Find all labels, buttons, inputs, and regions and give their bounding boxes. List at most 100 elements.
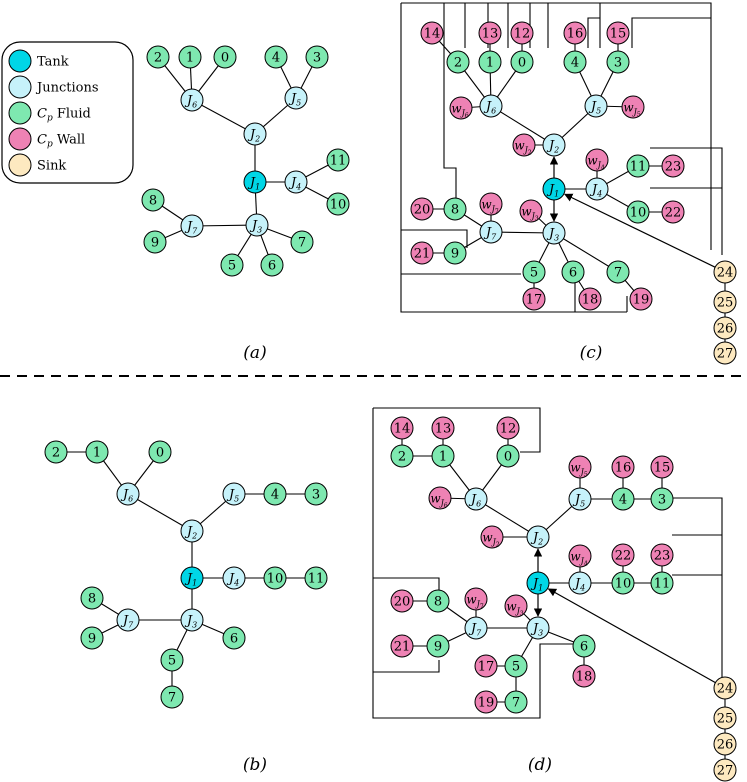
node-label-d-3: 3 [658, 493, 666, 508]
node-a-3: 3 [305, 45, 329, 69]
panel-label-a: (a) [243, 343, 266, 363]
node-label-d-27: 27 [717, 764, 734, 779]
node-label-d-J2: J2 [530, 531, 543, 547]
node-circle-c-5 [522, 260, 546, 284]
node-circle-b-10 [263, 566, 287, 590]
node-label-d-wJ2: wJ2 [482, 531, 500, 549]
node-c-J5: J5 [584, 94, 608, 118]
node-circle-a-11 [326, 148, 350, 172]
node-label-c-4: 4 [571, 56, 579, 71]
node-c-15: 15 [606, 21, 630, 45]
node-label-d-J5: J5 [572, 493, 585, 509]
arrow-c-24-J1 [564, 193, 716, 268]
node-b-J1: J1 [180, 566, 204, 590]
panel-label-c: (c) [580, 343, 603, 363]
node-c-7: 7 [606, 260, 630, 284]
node-circle-c-2 [446, 50, 470, 74]
node-label-d-15: 15 [654, 461, 671, 476]
node-c-1: 1 [478, 50, 502, 74]
node-circle-b-2 [44, 440, 68, 464]
node-label-c-23: 23 [665, 160, 682, 175]
node-d-J2: J2 [526, 525, 550, 549]
node-d-wJ3: wJ3 [504, 594, 528, 618]
node-label-c-6: 6 [569, 266, 577, 281]
node-circle-d-10 [611, 571, 635, 595]
node-circle-b-9 [80, 626, 104, 650]
node-circle-d-J3 [526, 616, 550, 640]
node-label-d-20: 20 [394, 595, 411, 610]
node-label-d-9: 9 [434, 640, 442, 655]
node-circle-d-wJ7 [464, 587, 488, 611]
node-circle-c-7 [606, 260, 630, 284]
node-circle-c-wJ2 [512, 133, 536, 157]
graph-edges [56, 32, 726, 770]
node-label-c-2: 2 [454, 56, 462, 71]
node-b-J3: J3 [180, 608, 204, 632]
node-label-c-7: 7 [614, 266, 622, 281]
node-label-a-4: 4 [272, 51, 280, 66]
node-label-b-J7: J7 [120, 614, 134, 630]
node-c-3: 3 [606, 50, 630, 74]
node-label-c-wJ5: wJ5 [623, 101, 641, 119]
node-circle-b-J2 [180, 519, 204, 543]
node-label-b-J4: J4 [226, 572, 239, 588]
node-b-2: 2 [44, 440, 68, 464]
node-c-20: 20 [410, 197, 434, 221]
panel-label-d: (d) [528, 755, 552, 775]
node-circle-b-11 [304, 566, 328, 590]
node-label-d-J7: J7 [468, 622, 482, 638]
node-circle-d-3 [650, 487, 674, 511]
node-d-wJ2: wJ2 [480, 525, 504, 549]
node-b-6: 6 [222, 626, 246, 650]
node-label-c-22: 22 [665, 206, 682, 221]
node-label-d-5: 5 [512, 660, 520, 675]
node-circle-d-wJ3 [504, 594, 528, 618]
node-circle-c-11 [626, 154, 650, 178]
node-circle-d-13 [431, 416, 455, 440]
node-circle-a-0 [213, 45, 237, 69]
node-circle-c-10 [626, 200, 650, 224]
node-label-c-8: 8 [451, 203, 459, 218]
node-circle-a-J6 [180, 88, 204, 112]
node-d-J7: J7 [464, 616, 488, 640]
node-label-d-17: 17 [478, 660, 495, 675]
node-circle-d-18 [572, 664, 596, 688]
node-label-d-6: 6 [580, 640, 588, 655]
node-c-9: 9 [443, 241, 467, 265]
node-label-b-J3: J3 [184, 614, 197, 630]
node-label-a-9: 9 [151, 236, 159, 251]
node-label-d-8: 8 [434, 595, 442, 610]
node-c-24: 24 [713, 260, 737, 284]
node-label-c-wJ2: wJ2 [514, 139, 532, 157]
node-label-d-22: 22 [615, 549, 632, 564]
node-circle-c-wJ7 [479, 192, 503, 216]
node-label-d-25: 25 [717, 712, 734, 727]
node-circle-c-20 [410, 197, 434, 221]
node-circle-a-J3 [245, 213, 269, 237]
node-c-J1: J1 [542, 177, 566, 201]
node-d-22: 22 [611, 543, 635, 567]
node-circle-c-J7 [479, 220, 503, 244]
node-label-b-J2: J2 [184, 525, 197, 541]
node-d-27: 27 [713, 758, 737, 782]
node-circle-d-2 [390, 444, 414, 468]
node-label-b-11: 11 [308, 572, 325, 587]
node-label-c-20: 20 [414, 203, 431, 218]
node-c-11: 11 [626, 154, 650, 178]
node-c-0: 0 [510, 50, 534, 74]
node-d-1: 1 [431, 444, 455, 468]
node-circle-d-J6 [464, 487, 488, 511]
node-circle-d-12 [496, 416, 520, 440]
node-circle-b-J7 [116, 608, 140, 632]
node-circle-d-J1 [526, 571, 550, 595]
node-label-c-3: 3 [614, 56, 622, 71]
node-b-J5: J5 [222, 482, 246, 506]
node-circle-a-9 [143, 230, 167, 254]
node-label-d-14: 14 [394, 422, 411, 437]
node-a-6: 6 [260, 253, 284, 277]
node-circle-b-J6 [116, 482, 140, 506]
node-circle-c-23 [661, 154, 685, 178]
node-label-d-13: 13 [435, 422, 452, 437]
node-label-c-J3: J3 [546, 227, 559, 243]
node-circle-c-J4 [585, 177, 609, 201]
